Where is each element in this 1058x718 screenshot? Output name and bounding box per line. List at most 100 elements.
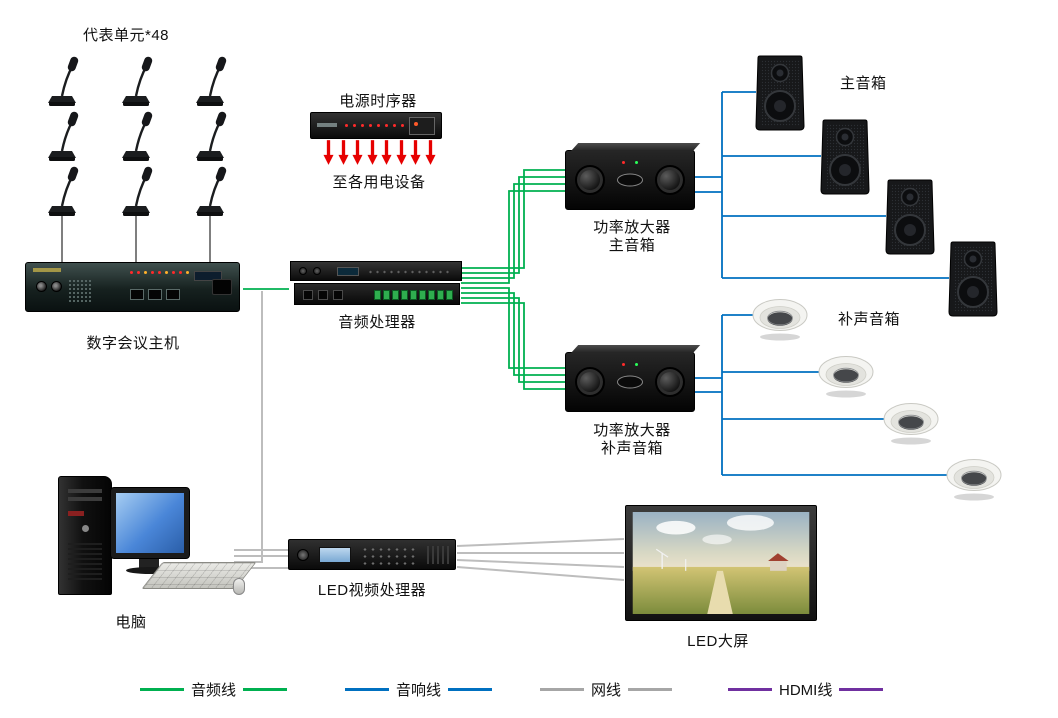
monitor-base	[126, 567, 174, 574]
mic-icon	[120, 56, 155, 108]
audio-wires	[243, 169, 566, 390]
audio-processor-label: 音频处理器	[338, 314, 416, 331]
mic-icon	[194, 166, 229, 218]
fill-speakers-label: 补声音箱	[838, 311, 901, 328]
speaker-icon	[948, 241, 998, 317]
processor-vents	[427, 546, 449, 564]
processor-knobs	[299, 267, 321, 275]
legend-line-audio	[140, 688, 184, 691]
legend-line-hdmi	[839, 688, 884, 691]
legend-line-speaker	[448, 688, 493, 691]
drive-bay	[68, 497, 102, 501]
power-arrow-icon	[323, 140, 334, 165]
delegate-units-label: 代表单元*48	[83, 27, 170, 44]
processor-knob	[297, 549, 309, 561]
sequencer-leds	[345, 124, 404, 127]
power-arrow-icon	[381, 140, 392, 165]
host-logo	[33, 268, 61, 272]
processor-lcd	[319, 547, 351, 563]
led-screen-image	[632, 512, 810, 614]
main-speakers-label: 主音箱	[840, 75, 887, 92]
legend-line-speaker	[345, 688, 389, 691]
amp-logo-badge	[617, 375, 643, 389]
computer-monitor	[110, 487, 190, 559]
legend-line-network	[540, 688, 584, 691]
processor-ports	[303, 290, 343, 300]
ceiling-speaker-icon	[946, 459, 1002, 501]
legend-line-network	[628, 688, 673, 691]
speaker-icon	[885, 179, 935, 255]
mic-icon	[120, 111, 155, 163]
legend-label-speaker: 音响线	[396, 682, 442, 699]
host-label: 数字会议主机	[86, 335, 180, 352]
main-speakers	[755, 55, 998, 317]
audio-processor-unit-1	[290, 261, 462, 281]
xlr-connector-icon	[51, 281, 62, 292]
mic-icon	[46, 111, 81, 163]
legend-line-hdmi	[728, 688, 772, 691]
amp-led	[635, 161, 638, 164]
mic-icon	[194, 56, 229, 108]
legend-label-audio: 音频线	[191, 682, 237, 699]
legend-item-network: 网线	[540, 679, 673, 700]
ceiling-speaker-icon	[752, 299, 808, 341]
led-processor-device	[288, 539, 456, 570]
power-arrow-icon	[352, 140, 363, 165]
power-sequencer-label: 电源时序器	[339, 93, 417, 110]
power-arrow-icon	[338, 140, 349, 165]
led-screen-label: LED大屏	[687, 633, 749, 650]
mic-icon	[46, 166, 81, 218]
mic-icon	[120, 166, 155, 218]
mic-link-wires	[61, 216, 211, 262]
led-screen	[625, 505, 817, 621]
monitor-screen	[116, 493, 184, 553]
host-leds	[130, 271, 189, 274]
fill-speakers	[752, 299, 1002, 501]
power-sequencer-device	[310, 112, 442, 139]
ceiling-speaker-icon	[818, 356, 874, 398]
xlr-connector-icon	[36, 281, 47, 292]
drive-bay	[68, 489, 102, 493]
power-arrow-icon	[425, 140, 436, 165]
legend-item-hdmi: HDMI线	[728, 679, 884, 700]
legend-line-audio	[243, 688, 288, 691]
led-processor-label: LED视频处理器	[317, 582, 427, 599]
rj45-port-icon	[166, 289, 180, 300]
mouse	[233, 578, 245, 595]
network-wires	[234, 291, 625, 581]
host-grille	[68, 279, 92, 303]
legend-item-audio: 音频线	[140, 679, 288, 700]
tower-badge	[68, 511, 84, 516]
power-arrow-icon	[396, 140, 407, 165]
fill-amp-label-line2: 补声音箱	[600, 440, 664, 457]
mic-icon	[194, 111, 229, 163]
speaker-wires	[694, 91, 950, 476]
green-terminal-blocks	[374, 290, 453, 300]
tower-vent	[68, 543, 102, 583]
conference-host-device	[25, 262, 240, 312]
fill-amp-label-line1: 功率放大器	[593, 422, 671, 439]
amp-led	[622, 161, 625, 164]
computer-tower	[58, 476, 112, 595]
amp-logo-badge	[617, 173, 643, 187]
rj45-port-icon	[148, 289, 162, 300]
audio-processor-unit-2	[294, 283, 460, 305]
speaker-icon	[820, 119, 870, 195]
delegate-mic-grid	[46, 56, 229, 218]
power-arrows	[323, 140, 436, 165]
amp-handle-icon	[575, 367, 605, 397]
processor-buttons	[361, 546, 419, 565]
amp-handle-icon	[655, 367, 685, 397]
amp-handle-icon	[655, 165, 685, 195]
processor-display	[337, 267, 359, 276]
speaker-icon	[755, 55, 805, 131]
amp-led	[622, 363, 625, 366]
processor-vents	[367, 268, 453, 276]
ceiling-speaker-icon	[883, 403, 939, 445]
sequencer-meter	[409, 117, 435, 135]
legend-item-speaker: 音响线	[345, 679, 493, 700]
main-amp-label-line1: 功率放大器	[593, 219, 671, 236]
main-amp-device	[565, 150, 695, 210]
